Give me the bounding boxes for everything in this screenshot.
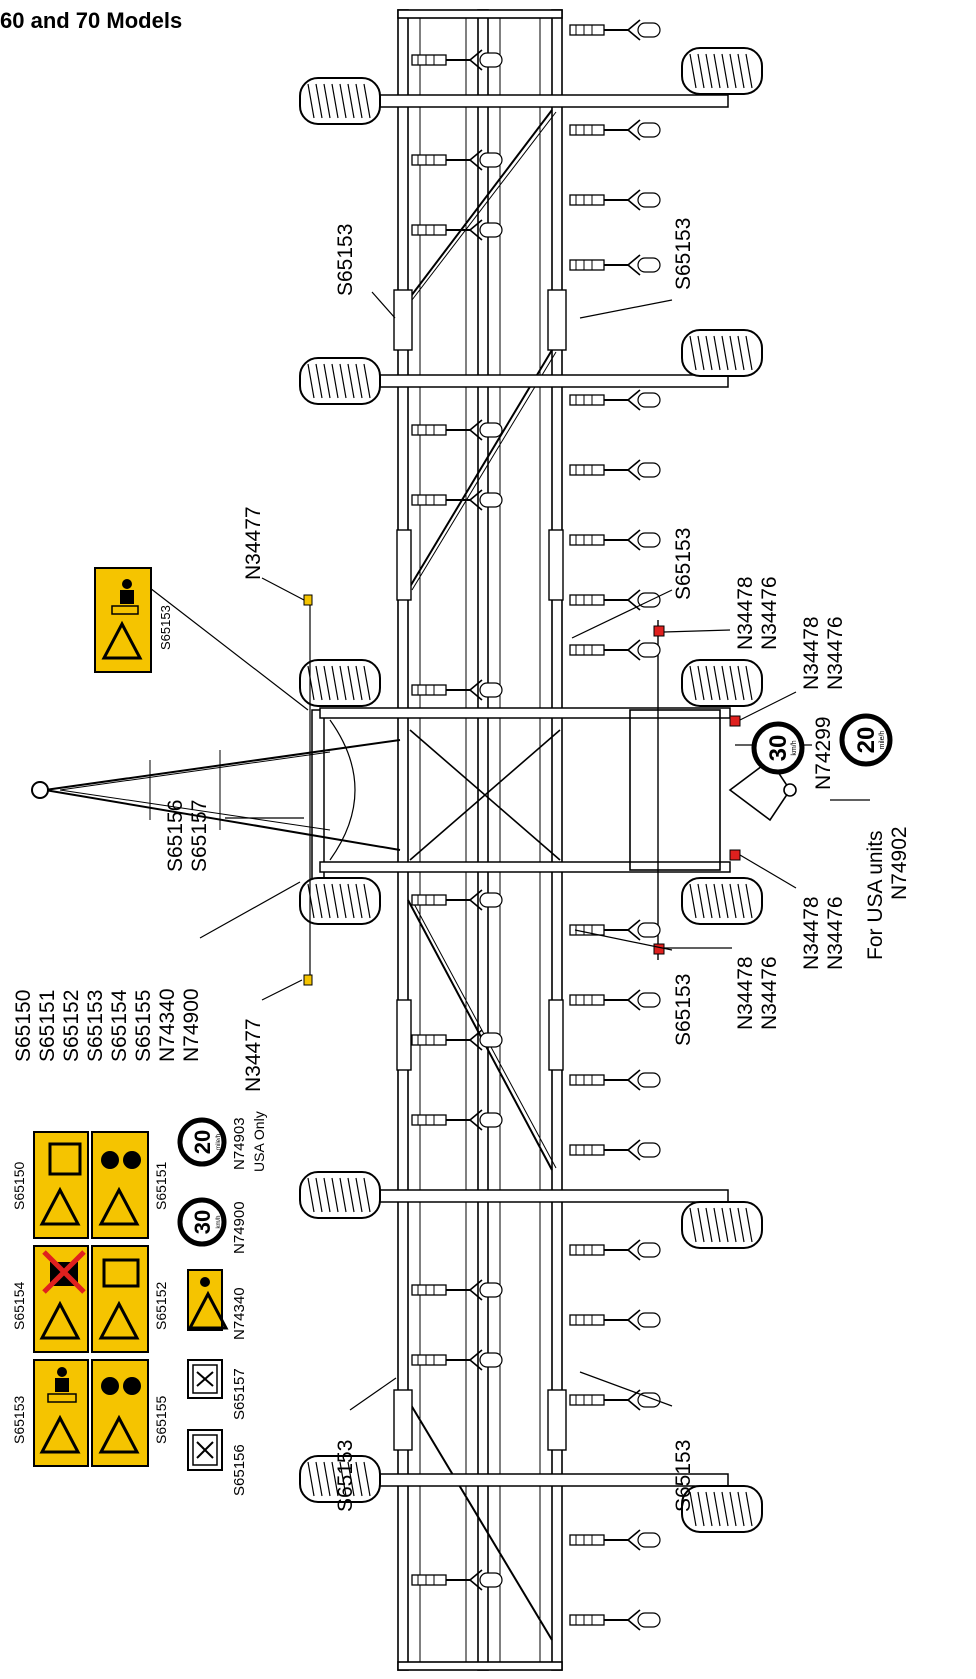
callout-n34478-c: N34478: [800, 896, 823, 970]
callout-s65153-mid-right: S65153: [672, 528, 695, 600]
svg-text:S65154: S65154: [11, 1282, 27, 1330]
svg-text:mile/h: mile/h: [216, 1134, 222, 1150]
svg-text:S65155: S65155: [153, 1396, 169, 1444]
svg-text:30: 30: [765, 735, 792, 762]
hitch-list-item: S65155: [132, 990, 155, 1062]
hitch-tongue: [31, 594, 797, 986]
hitch-list-item: S65154: [108, 989, 131, 1062]
speed-sign-20-mileh: 20 mile/h: [839, 713, 893, 767]
callout-s65153-top-right: S65153: [672, 218, 695, 290]
svg-text:N74900: N74900: [231, 1201, 248, 1254]
callout-n34476-d: N34476: [758, 956, 781, 1030]
callout-n74902: N74902: [888, 826, 911, 900]
hitch-list-item: N74340: [156, 988, 179, 1062]
hitch-decal-list: S65150 S65151 S65152 S65153 S65154 S6515…: [12, 988, 203, 1062]
callout-for-usa-units: For USA units: [864, 830, 887, 960]
hitch-list-item: S65153: [84, 990, 107, 1062]
decal-legend: S65150 S65151 S65154 S65152: [11, 1111, 267, 1496]
decal-n74903: 20 mile/h N74903 USA Only: [177, 1111, 267, 1172]
callout-n34476-a: N34476: [758, 576, 781, 650]
hitch-list-item: S65151: [36, 990, 59, 1062]
decal-s65150: S65150: [11, 1131, 89, 1239]
svg-text:S65152: S65152: [153, 1282, 169, 1330]
decal-s65154: S65154: [11, 1245, 89, 1353]
svg-text:S65151: S65151: [153, 1162, 169, 1210]
page-title: 60 and 70 Models: [0, 8, 183, 33]
svg-text:30: 30: [190, 1210, 215, 1234]
svg-text:S65157: S65157: [231, 1368, 248, 1420]
callout-s65157: S65157: [188, 800, 211, 872]
svg-text:km/h: km/h: [216, 1215, 222, 1228]
svg-text:km/h: km/h: [791, 740, 798, 755]
svg-text:S65156: S65156: [231, 1444, 248, 1496]
callout-n34478-a: N34478: [734, 576, 757, 650]
hitch-list-item: S65150: [12, 990, 35, 1062]
leader-lines: [149, 291, 870, 1411]
svg-text:S65153: S65153: [11, 1396, 27, 1444]
callout-s65156: S65156: [164, 800, 187, 872]
decal-s65157: S65157: [187, 1359, 248, 1420]
hitch-list-item: S65152: [60, 990, 83, 1062]
machine-frame: [393, 9, 567, 1671]
svg-text:S65150: S65150: [11, 1162, 27, 1210]
decal-n74340: N74340: [187, 1269, 248, 1340]
callout-n34476-b: N34476: [824, 616, 847, 690]
callout-s65153-bottom-right: S65153: [672, 1440, 695, 1512]
wheel-assemblies: [299, 47, 763, 1533]
callout-n34477-top: N34477: [242, 506, 265, 580]
decal-s65155: S65155: [91, 1359, 169, 1467]
decal-s65156: S65156: [187, 1429, 248, 1496]
svg-text:20: 20: [190, 1130, 215, 1154]
callout-n34478-b: N34478: [800, 616, 823, 690]
callout-n34477-bottom: N34477: [242, 1018, 265, 1092]
callout-s65153-bottom-left: S65153: [334, 1440, 357, 1512]
decal-n74900: 30 km/h N74900: [177, 1197, 248, 1254]
decal-s65152: S65152: [91, 1245, 169, 1353]
callout-s65153-low-right: S65153: [672, 974, 695, 1046]
callout-n34478-d: N34478: [734, 956, 757, 1030]
callout-s65153-top-left: S65153: [334, 224, 357, 296]
inset-decal-s65153: S65153: [94, 567, 173, 673]
speed-sign-30-kmh: 30 km/h: [751, 721, 805, 775]
callouts: S65153 S65153 N34477 S65153 N34478 N3447…: [164, 218, 911, 1512]
svg-text:N74903: N74903: [231, 1117, 248, 1170]
hitch-list-item: N74900: [180, 988, 203, 1062]
svg-text:N74340: N74340: [231, 1287, 248, 1340]
svg-text:USA Only: USA Only: [251, 1111, 267, 1172]
svg-text:mile/h: mile/h: [879, 731, 886, 750]
decal-s65153: S65153: [11, 1359, 89, 1467]
callout-n74299: N74299: [812, 716, 835, 790]
callout-n34476-c: N34476: [824, 896, 847, 970]
decal-s65151: S65151: [91, 1131, 169, 1239]
svg-text:20: 20: [853, 727, 880, 754]
inset-decal-label: S65153: [158, 605, 173, 650]
